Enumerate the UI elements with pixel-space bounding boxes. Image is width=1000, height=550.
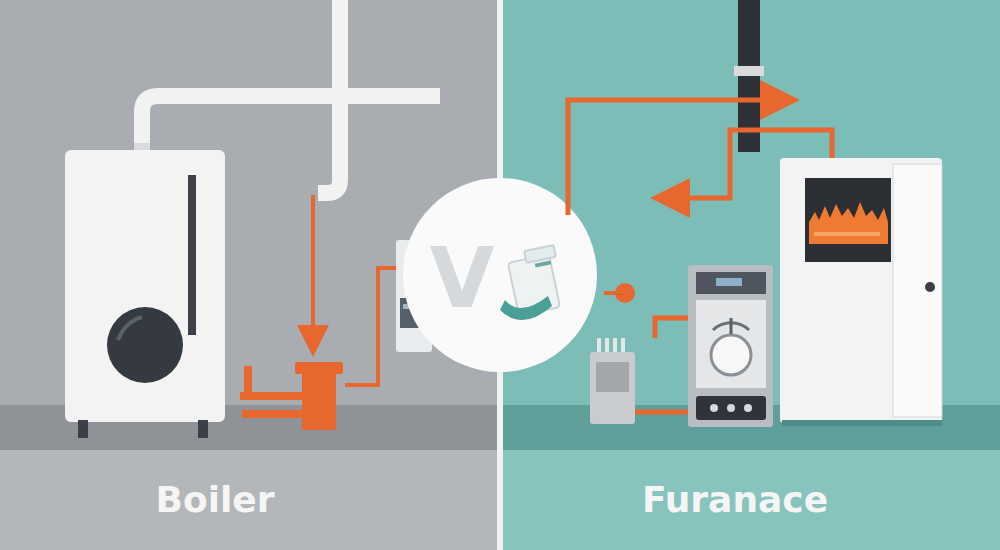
badge-icon <box>500 245 560 320</box>
heading-label: Boiler <box>155 482 274 518</box>
boiler-flow <box>313 195 402 385</box>
left-base <box>0 450 500 550</box>
furnace <box>780 158 942 426</box>
heading-label: Furanace <box>642 482 828 518</box>
control-unit <box>590 338 635 424</box>
indicator-dot <box>615 283 635 303</box>
right-base <box>500 450 1000 550</box>
boiler-valve <box>240 362 343 430</box>
boiler <box>65 150 225 438</box>
gauge-unit <box>688 265 773 427</box>
vs-letter: V <box>429 236 494 320</box>
